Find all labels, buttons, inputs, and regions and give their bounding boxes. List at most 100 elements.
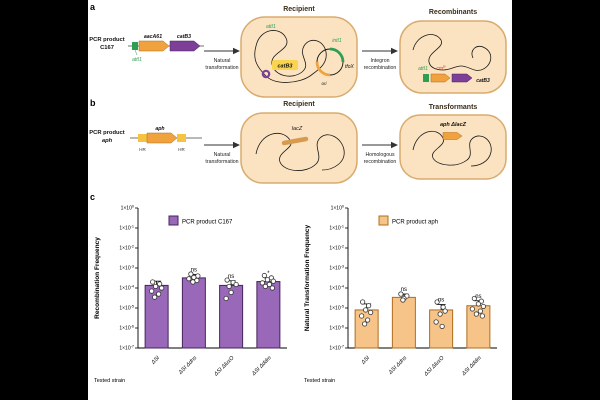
attC-ring-icon (261, 69, 271, 79)
legend-swatch (378, 215, 389, 226)
data-point (480, 303, 486, 310)
significance-label: ns (191, 267, 197, 273)
data-point (363, 307, 369, 313)
step1b-line1: Natural (213, 152, 231, 158)
y-tick-label: 1×10-7 (329, 345, 344, 352)
y-tick-mantissa: 1×10 (119, 326, 130, 332)
attI1-pointer-line (134, 49, 138, 56)
step1b-line2: transformation (205, 158, 239, 165)
data-point (264, 277, 270, 283)
data-point (362, 321, 368, 327)
bar (354, 309, 379, 349)
y-tick-label: 1×10-4 (119, 285, 134, 292)
pcr-construct-c167: aacA61 catB3 attI1 (128, 34, 204, 63)
letterbox-right (512, 0, 600, 400)
cm-marker-arrow (430, 73, 451, 83)
y-tick-exponent: -6 (131, 325, 134, 329)
x-tick-label: ΔSI ΔluxO (213, 355, 236, 378)
step2a-line2: recombination (363, 64, 397, 71)
y-tick-mantissa: 1×10 (119, 346, 130, 352)
arrow-natural-transformation-b (204, 141, 240, 149)
y-tick-label: 1×10-7 (119, 345, 134, 352)
ori-label: ori (321, 81, 327, 86)
attI1-site-box (423, 74, 429, 82)
data-point (262, 283, 268, 290)
intI1-arc (329, 47, 345, 63)
data-point (479, 313, 485, 319)
pcr-label-line1: PCR product (89, 37, 125, 43)
y-tick-mantissa: 1×10 (329, 226, 340, 232)
arrow-integron-recombination (362, 47, 398, 55)
data-point (359, 313, 365, 319)
data-point (433, 319, 439, 325)
lacZ-segment (281, 136, 309, 146)
cm-text: cm (436, 66, 443, 72)
intI1-label: intI1 (332, 38, 342, 44)
x-tick-label: ΔSI Δdns (387, 355, 408, 376)
legend-swatch (168, 215, 179, 226)
y-tick-mantissa: 1×10 (119, 286, 130, 292)
data-point (398, 291, 404, 297)
y-tick-label: 1×10-5 (329, 305, 344, 312)
y-tick-mantissa: 1×10 (121, 206, 132, 212)
data-point (442, 308, 448, 314)
chromosome-squiggle (254, 30, 327, 83)
y-tick-mantissa: 1×10 (119, 306, 130, 312)
significance-label: * (267, 271, 270, 277)
recipient-a-title: Recipient (283, 6, 315, 13)
y-tick-mantissa: 1×10 (119, 246, 130, 252)
aacA61-gene-arrow (138, 40, 170, 52)
step2a-line1: Integron (370, 58, 390, 64)
catB3-label: catB3 (177, 34, 191, 40)
recipient-cell-a: attI1 catB3 intI1 tfoX ori (240, 16, 358, 98)
data-point (471, 295, 477, 302)
lacZ-label: lacZ (292, 126, 303, 132)
y-tick-mantissa: 1×10 (329, 326, 340, 332)
y-tick-exponent: 0 (132, 205, 134, 209)
data-point (269, 285, 275, 291)
y-tick-label: 1×100 (331, 205, 344, 212)
tfoX-label: tfoX (345, 64, 355, 70)
y-tick-label: 1×10-6 (119, 325, 134, 332)
step2a-caption: Integron recombination (348, 58, 412, 72)
data-point (473, 311, 479, 317)
data-point (191, 274, 197, 280)
y-tick-exponent: -6 (341, 325, 344, 329)
transformants-cell: aph ΔlacZ (399, 114, 507, 180)
data-point (224, 277, 230, 283)
data-point (188, 271, 194, 277)
y-tick-label: 1×100 (121, 205, 134, 212)
panel-c-label: c (90, 192, 96, 202)
catB3-highlight-box (272, 60, 298, 70)
significance-label: ns (228, 274, 234, 280)
data-point (228, 289, 234, 296)
bar (181, 277, 206, 349)
hr-left-box (138, 134, 147, 142)
step2b-line2: recombination (363, 158, 397, 165)
y-tick-label: 1×10-4 (329, 285, 344, 292)
pcr-product-c167-label: PCR product C167 (88, 37, 126, 53)
data-point (259, 280, 265, 286)
y-tick-label: 1×10-2 (119, 245, 134, 252)
data-point (157, 281, 163, 287)
attI1-label: attI1 (418, 66, 428, 72)
data-point (261, 272, 267, 279)
data-point (368, 309, 374, 316)
catB3-gene-arrow (451, 73, 473, 83)
cell-body (240, 112, 358, 184)
y-tick-exponent: -2 (131, 245, 134, 249)
panel-a-label: a (90, 2, 96, 12)
significance-label: ns (401, 287, 407, 293)
legend-label: PCR product C167 (182, 220, 233, 226)
data-point (153, 283, 159, 290)
data-point (233, 281, 239, 288)
x-axis-title: Tested strain (94, 378, 125, 384)
y-tick-exponent: -3 (131, 265, 134, 269)
aph-gene-arrow (146, 132, 178, 144)
hr-right-box (177, 134, 186, 142)
data-point (190, 279, 196, 285)
arrow-natural-transformation-a (204, 47, 240, 55)
arrow-head-icon (391, 141, 398, 149)
arrow-head-icon (233, 141, 240, 149)
cell-body (240, 16, 358, 98)
